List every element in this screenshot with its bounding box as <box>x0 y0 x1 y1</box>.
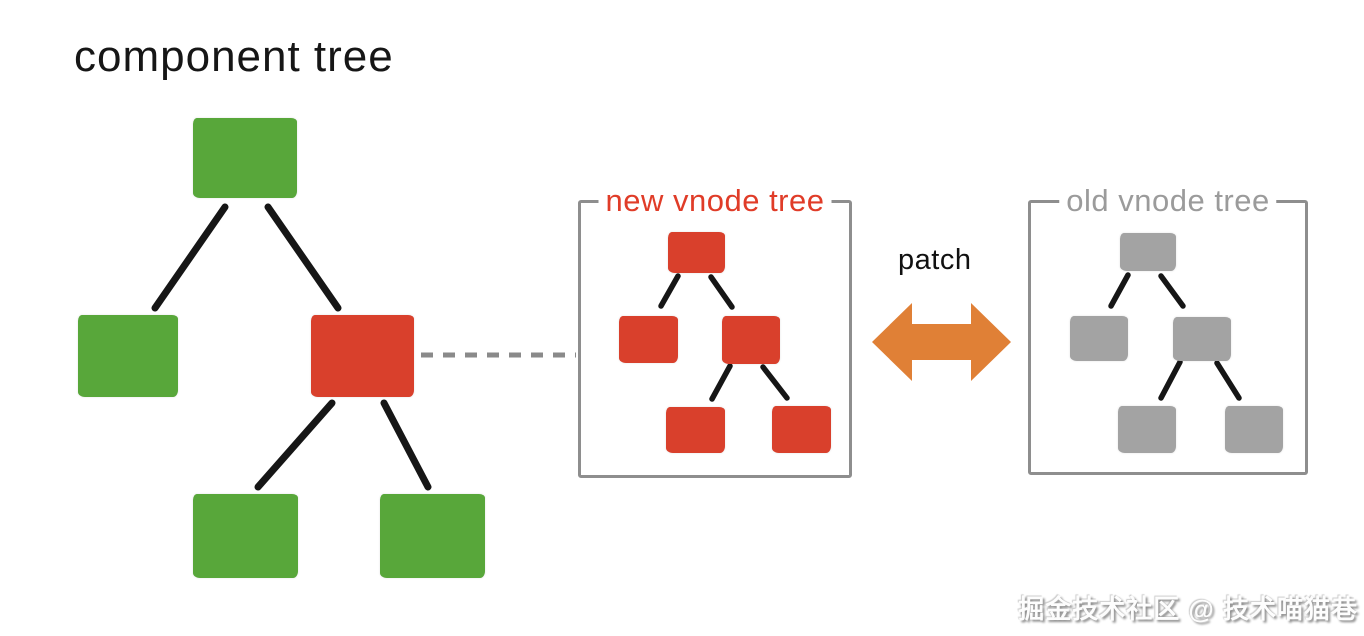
patch-label: patch <box>898 244 972 276</box>
old-vnode-grandchild-right <box>1225 406 1283 453</box>
tree-edge <box>151 203 229 312</box>
new-vnode-grandchild-left <box>666 407 725 453</box>
old-vnode-child-left <box>1070 316 1128 361</box>
tree-edge <box>254 399 336 491</box>
new-vnode-root <box>668 232 725 273</box>
new-vnode-grandchild-right <box>772 406 831 453</box>
component-node-grandchild-left <box>193 494 298 578</box>
new-vnode-tree-panel: new vnode tree <box>578 183 852 478</box>
page-title: component tree <box>74 32 394 81</box>
tree-edge <box>264 203 342 312</box>
new-vnode-child-left <box>619 316 678 363</box>
old-vnode-child-right <box>1173 317 1231 361</box>
old-vnode-tree-title: old vnode tree <box>1059 183 1277 219</box>
old-vnode-grandchild-left <box>1118 406 1176 453</box>
patch-arrow-icon <box>872 303 1011 381</box>
component-node-child-right-changed <box>311 315 414 397</box>
new-vnode-tree-title: new vnode tree <box>598 183 832 219</box>
component-node-root <box>193 118 297 198</box>
tree-edge <box>380 399 432 491</box>
old-vnode-root <box>1120 233 1176 271</box>
watermark: 掘金技术社区 @ 技术喵猫巷 <box>1018 594 1358 624</box>
component-node-child-left <box>78 315 178 397</box>
old-vnode-tree-panel: old vnode tree <box>1028 183 1308 475</box>
new-vnode-child-right <box>722 316 780 364</box>
component-node-grandchild-right <box>380 494 485 578</box>
